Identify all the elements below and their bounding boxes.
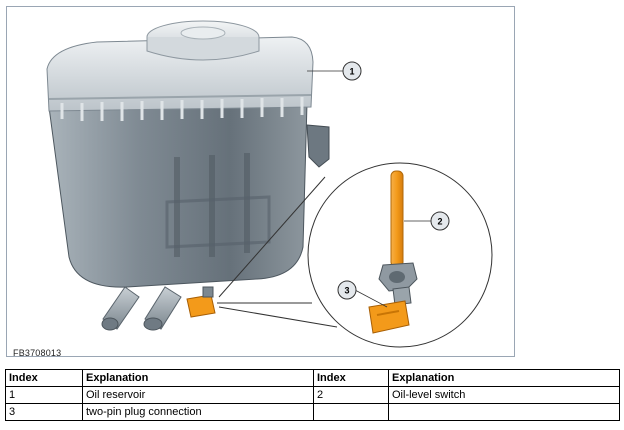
legend-header-explanation-2: Explanation: [388, 369, 620, 387]
legend-cell: 3: [5, 403, 83, 421]
legend-table: Index Explanation Index Explanation 1 Oi…: [5, 369, 620, 421]
legend-header-index-2: Index: [313, 369, 389, 387]
callout-3: 3: [337, 280, 357, 300]
callout-2: 2: [430, 211, 450, 231]
legend-cell: Oil reservoir: [82, 386, 314, 404]
callout-1: 1: [342, 61, 362, 81]
oil-reservoir: [46, 20, 330, 288]
oil-level-switch-detail: [368, 170, 418, 334]
legend-cell: two-pin plug connection: [82, 403, 314, 421]
legend-cell: Oil-level switch: [388, 386, 620, 404]
callout-leader-3: [354, 289, 388, 308]
legend-cell: 2: [313, 386, 389, 404]
legend-cell: 1: [5, 386, 83, 404]
callout-3-label: 3: [344, 286, 349, 296]
legend-header-explanation: Explanation: [82, 369, 314, 387]
legend-header-index: Index: [5, 369, 83, 387]
reservoir-outlet-pipes: [101, 286, 182, 331]
legend-cell: [388, 403, 620, 421]
diagram-figure: 1 2 3 FB3708013: [6, 6, 515, 357]
table-row: 3 two-pin plug connection: [5, 403, 620, 421]
legend-cell: [313, 403, 389, 421]
callout-1-label: 1: [349, 67, 354, 77]
reservoir-illustration: 1 2 3: [46, 20, 493, 348]
oil-level-switch-installed: [186, 286, 216, 318]
table-row: 1 Oil reservoir 2 Oil-level switch: [5, 386, 620, 404]
legend-header-row: Index Explanation Index Explanation: [5, 369, 620, 387]
callout-2-label: 2: [437, 217, 442, 227]
figure-id-label: FB3708013: [13, 348, 62, 357]
